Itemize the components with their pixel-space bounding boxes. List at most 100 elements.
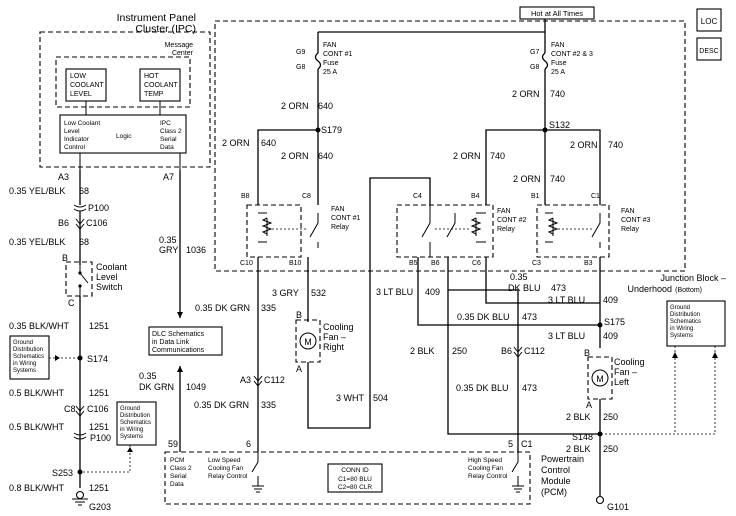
ipc-title-2: Cluster (IPC) — [135, 23, 196, 35]
relay2-pin-c4: C4 — [413, 193, 422, 200]
gd2-text-3: Schematics — [120, 420, 151, 426]
connector-c106-b-icon — [75, 405, 85, 417]
gd2-text-4: in Wiring — [120, 427, 143, 433]
fan-cont-2-3-fuse-icon — [541, 52, 549, 70]
pcm-serial-text-1: PCM — [170, 457, 184, 464]
ground-ref-3-link-b — [675, 346, 716, 435]
relay1-label-3: Relay — [331, 224, 349, 231]
wire-num-335-b: 335 — [261, 400, 276, 410]
wire-num-1251-a: 1251 — [89, 321, 109, 331]
wire-label-blk-1251-c: 0.5 BLK/WHT — [9, 422, 65, 432]
fuse1-label-4: 25 A — [323, 69, 337, 76]
gd3-text-1: Ground — [670, 305, 690, 311]
right-fan-motor-m: M — [304, 337, 312, 347]
pcm-title-3: Module — [541, 476, 571, 486]
conn-id-c2: C2=80 CLR — [338, 484, 372, 491]
dlc-arrow-2-icon — [177, 366, 183, 372]
relay2-label-2: CONT #2 — [497, 217, 527, 224]
wire-num-409-a: 409 — [425, 287, 440, 297]
relay2-pin-b6: B6 — [431, 260, 440, 267]
ground-ref-box-3 — [666, 300, 726, 347]
relay1-label-2: CONT #1 — [331, 215, 361, 222]
wire-740-branches — [485, 129, 601, 205]
relay3-pin-b3: B3 — [584, 260, 593, 267]
wire-label-ltblu-409-a: 3 LT BLU — [376, 287, 413, 297]
low-speed-driver-icon — [251, 452, 259, 486]
fuse2-label-4: 25 A — [551, 69, 565, 76]
pcm-connector-c1: C1 — [521, 439, 533, 449]
wire-label-ltblu-409-b: 3 LT BLU — [548, 295, 585, 305]
wire-num-409-c: 409 — [603, 331, 618, 341]
low-coolant-text-3: LEVEL — [70, 91, 92, 98]
wire-label-orn-640-a: 2 ORN — [281, 101, 309, 111]
right-fan-label-1: Cooling — [323, 322, 354, 332]
relay3-label-2: CONT #3 — [621, 217, 651, 224]
high-speed-ground-icon — [512, 485, 524, 493]
relay1-pin-c10: C10 — [240, 260, 253, 267]
low-speed-ground-icon — [252, 485, 264, 493]
fuse2-label-2: CONT #2 & 3 — [551, 51, 593, 58]
switch-label-1: Coolant — [96, 262, 128, 272]
pcm-pin-5: 5 — [508, 439, 513, 449]
right-fan-pin-b: B — [296, 310, 302, 320]
logic-text: Logic — [116, 133, 132, 140]
wire-num-250-c: 250 — [603, 444, 618, 454]
left-fan-motor-m: M — [596, 374, 604, 384]
ground-g203-icon — [75, 490, 85, 500]
hot-coolant-text-3: TEMP — [144, 91, 164, 98]
connector-c112-b-icon — [513, 346, 523, 358]
wire-num-640-a: 640 — [318, 101, 333, 111]
wire-label-dkblu-473-c: 0.35 DK BLU — [456, 383, 509, 393]
wire-label-blk-1251-b: 0.5 BLK/WHT — [9, 388, 65, 398]
wire-num-68-b: 68 — [79, 237, 89, 247]
left-fan-pin-b: B — [584, 348, 590, 358]
splice-s132-label: S132 — [549, 120, 570, 130]
switch-label-3: Switch — [96, 282, 123, 292]
right-fan-label-3: Right — [323, 342, 345, 352]
pcm-pin-6: 6 — [246, 439, 251, 449]
pcm-low-text-2: Cooling Fan — [208, 465, 243, 472]
wire-label-dkgrn-1049-a: 0.35 — [139, 371, 157, 381]
wire-409-relay — [485, 257, 600, 304]
wire-num-409-b: 409 — [603, 295, 618, 305]
wire-label-dkgrn-335-a: 0.35 DK GRN — [195, 303, 250, 313]
wire-label-blk-250-c: 2 BLK — [566, 444, 591, 454]
ground-ref-box-2 — [116, 401, 157, 446]
gd1-text-4: in Wiring — [13, 361, 36, 367]
loc-icon-text: LOC — [701, 17, 718, 26]
fuse1-label-3: Fuse — [323, 60, 339, 67]
ipc-boundary — [39, 31, 211, 168]
relay3-pin-c1: C1 — [591, 193, 600, 200]
gd2-text-5: Systems — [120, 434, 143, 440]
wire-num-1251-d: 1251 — [89, 483, 109, 493]
ground-ref-3-link-a — [600, 346, 676, 435]
wire-504 — [307, 177, 431, 429]
splice-s148-label: S148 — [572, 432, 593, 442]
pcm-low-text-1: Low Speed — [208, 457, 241, 464]
connector-c112-a-icon — [253, 375, 263, 387]
ground-g101-label: G101 — [607, 502, 629, 512]
wire-num-250-a: 250 — [452, 346, 467, 356]
low-coolant-indicator — [65, 68, 107, 102]
wire-num-740-c: 740 — [608, 140, 623, 150]
connector-a3-label: A3 — [240, 375, 251, 385]
gd3-text-3: Schematics — [670, 319, 701, 325]
fan-cont-1-fuse-icon — [314, 52, 322, 70]
relay2-label-3: Relay — [497, 226, 515, 233]
lcl-text-2: Level — [64, 128, 80, 135]
wire-num-473-b: 473 — [522, 312, 537, 322]
connector-b6-label: B6 — [58, 218, 69, 228]
ground-ref-1-arrow-icon — [55, 355, 60, 361]
splice-s253 — [77, 469, 83, 475]
gd2-text-2: Distribution — [120, 413, 150, 419]
hot-at-all-times-text: Hot at All Times — [531, 9, 583, 18]
wire-label-orn-740-a: 2 ORN — [512, 89, 540, 99]
wire-label-blk-250-a: 2 BLK — [410, 346, 435, 356]
lcl-text-4: Control — [64, 144, 86, 151]
gd2-text-1: Ground — [120, 406, 140, 412]
left-fan-label-1: Cooling — [614, 357, 645, 367]
wire-label-ltblu-409-c: 3 LT BLU — [548, 331, 585, 341]
dlc-arrow-icon — [177, 312, 183, 318]
